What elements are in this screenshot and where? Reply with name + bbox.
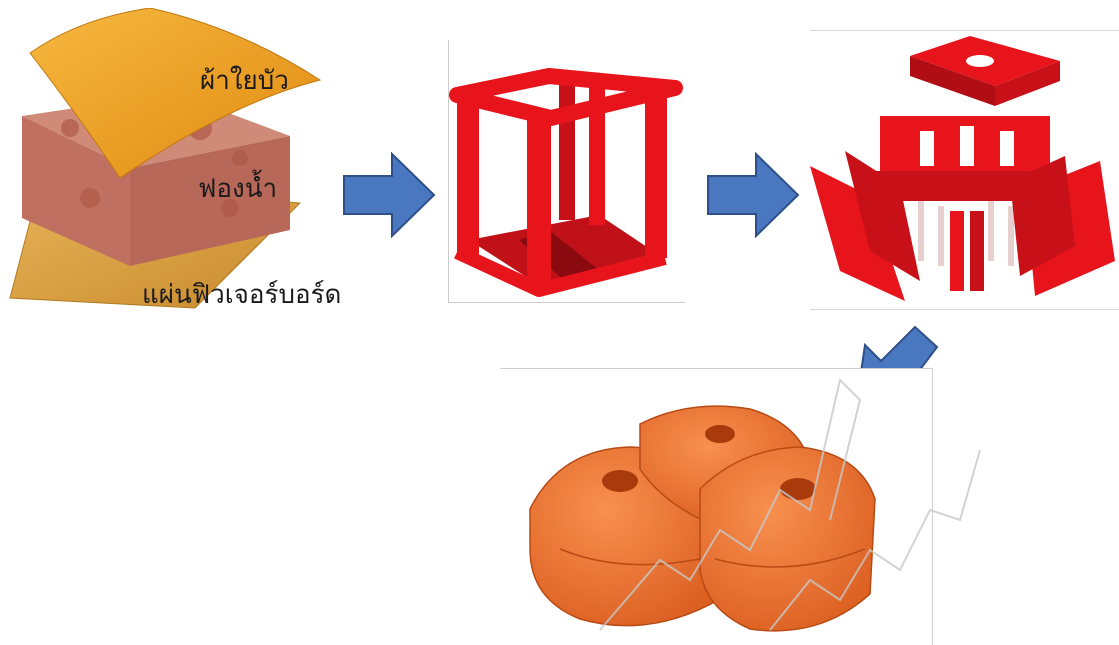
board-label: แผ่นฟิวเจอร์บอร์ด [142,280,342,310]
materials-panel: ผ้าใยบัว ฟองน้ำ แผ่นฟิวเจอร์บอร์ด [0,8,341,310]
exploded-assembly-illustration [810,36,1115,301]
fabric-layer [29,8,322,179]
fabric-label: ผ้าใยบัว [200,66,289,96]
finished-product-panel [500,368,933,645]
layered-materials-illustration [9,8,322,309]
foam-side [130,136,290,266]
assembly-panel [810,30,1119,310]
cube-frame-illustration [449,68,683,297]
arrow-right-icon [707,152,800,238]
finished-product-illustration [529,405,876,632]
frame-panel [448,40,685,303]
arrow-right-icon [343,152,436,238]
foam-label: ฟองน้ำ [198,174,278,204]
foam-front [22,116,130,266]
